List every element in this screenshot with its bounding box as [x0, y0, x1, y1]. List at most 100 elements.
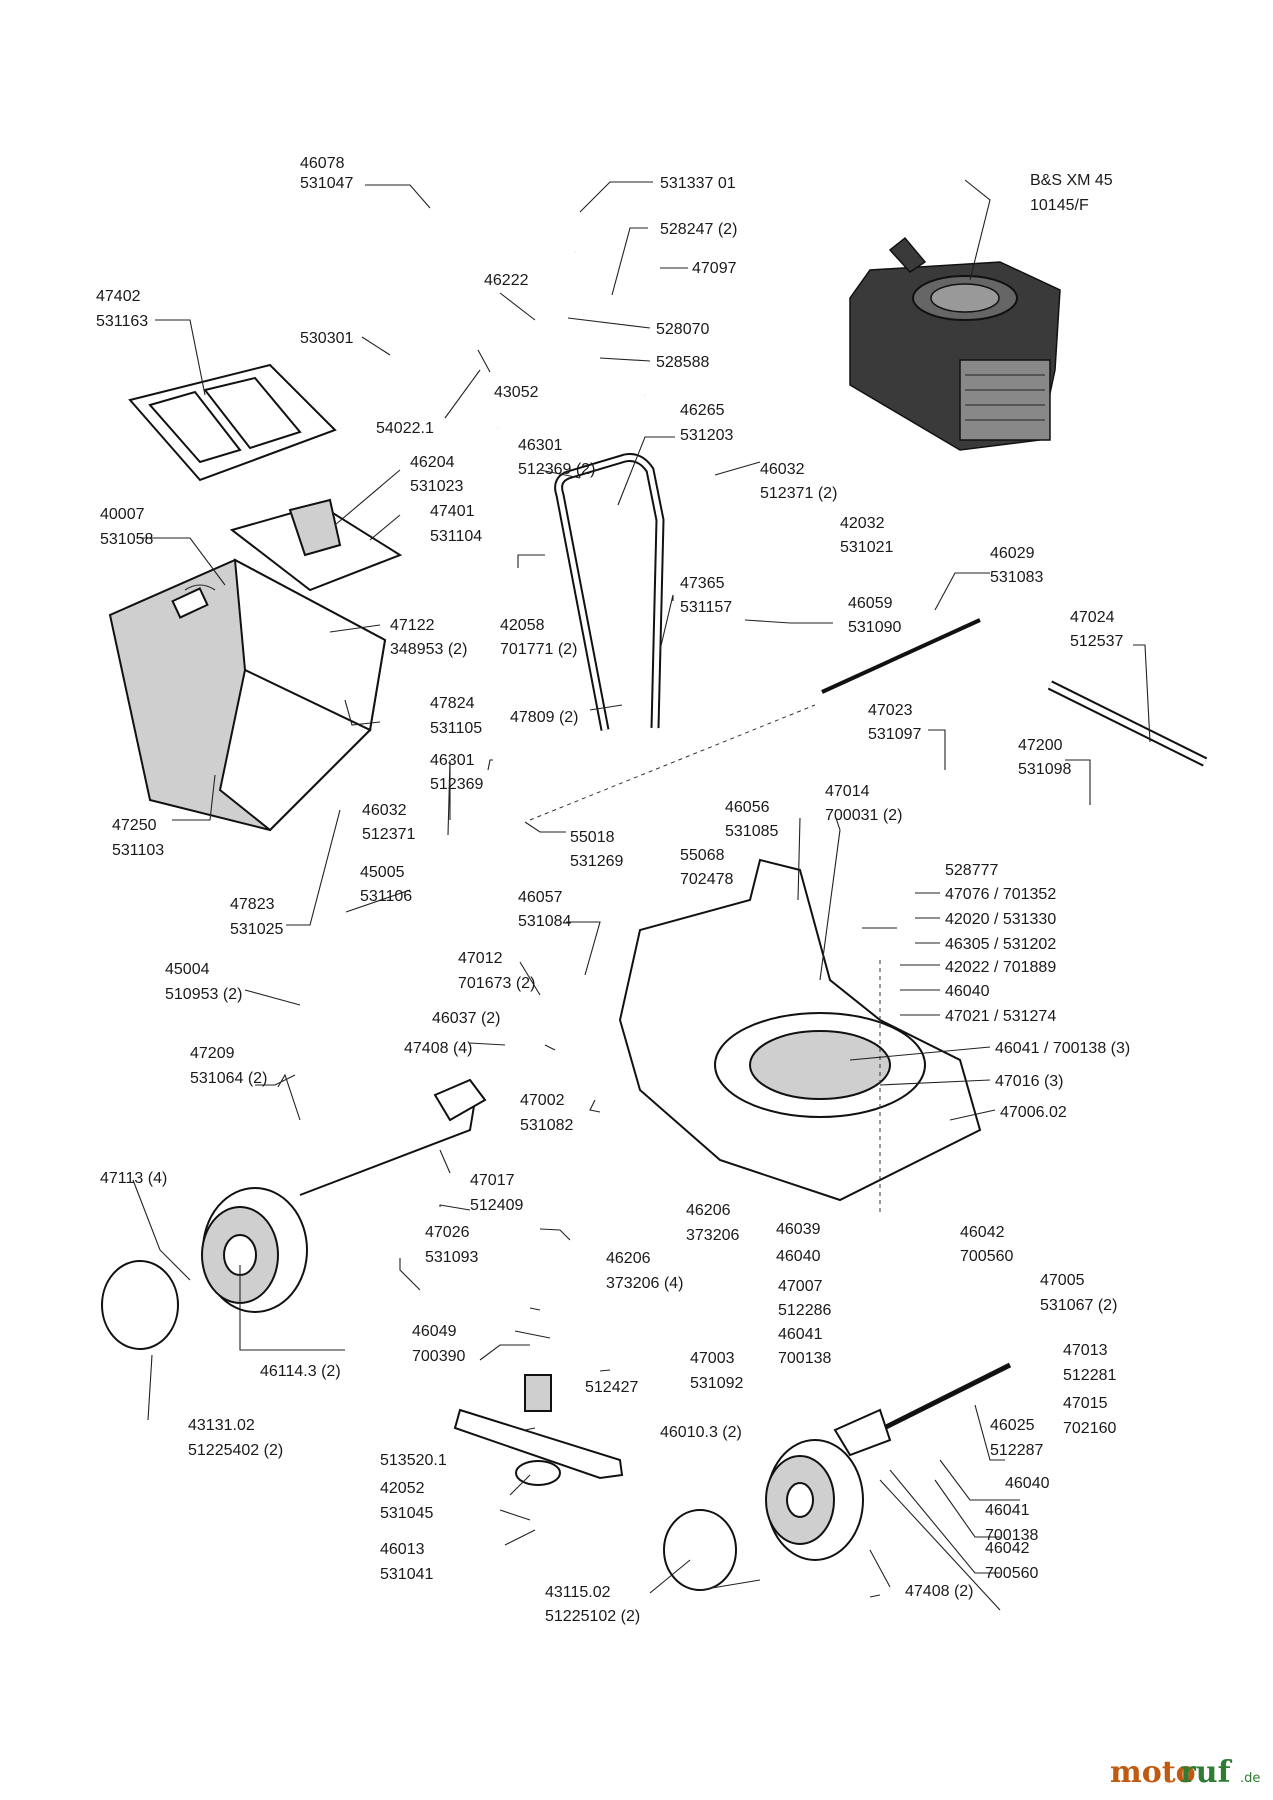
label-531337-01: 531337 01	[660, 175, 736, 192]
label-531045: 531045	[380, 1505, 433, 1522]
label-531023: 531023	[410, 478, 463, 495]
label-51225102: 51225102 (2)	[545, 1608, 640, 1625]
label-46013: 46013	[380, 1541, 425, 1558]
label-55068: 55068	[680, 847, 725, 864]
label-40007: 40007	[100, 506, 145, 523]
label-47017: 47017	[470, 1172, 515, 1189]
label-46042-b: 46042	[985, 1540, 1030, 1557]
label-47408-b: 47408 (2)	[905, 1583, 974, 1600]
label-531085: 531085	[725, 823, 778, 840]
label-47122: 47122	[390, 617, 435, 634]
label-46078: 46078	[300, 155, 345, 172]
label-46049: 46049	[412, 1323, 457, 1340]
label-51225402: 51225402 (2)	[188, 1442, 283, 1459]
label-46040-a: 46040	[945, 983, 990, 1000]
label-531163: 531163	[96, 313, 148, 330]
label-54022-1: 54022.1	[376, 420, 434, 437]
upper-handle-part	[374, 193, 648, 430]
label-531058: 531058	[100, 531, 153, 548]
label-531157: 531157	[680, 599, 732, 616]
mower-deck-part	[618, 858, 982, 1202]
label-47402: 47402	[96, 288, 141, 305]
label-46301-b: 46301	[430, 752, 475, 769]
label-46204: 46204	[410, 454, 455, 471]
label-512287: 512287	[990, 1442, 1043, 1459]
label-47002: 47002	[520, 1092, 565, 1109]
label-531025: 531025	[230, 921, 283, 938]
label-512369-a: 512369 (2)	[518, 461, 595, 478]
label-46206-a: 46206	[686, 1202, 731, 1219]
label-531093: 531093	[425, 1249, 478, 1266]
label-47006-02: 47006.02	[1000, 1104, 1067, 1121]
label-47097: 47097	[692, 260, 737, 277]
label-47003: 47003	[690, 1350, 735, 1367]
label-47250: 47250	[112, 817, 157, 834]
label-701771: 701771 (2)	[500, 641, 577, 658]
label-701673: 701673 (2)	[458, 975, 535, 992]
label-700031: 700031 (2)	[825, 807, 902, 824]
label-531098: 531098	[1018, 761, 1071, 778]
label-46041-a: 46041 / 700138 (3)	[995, 1040, 1130, 1057]
axle-rods-part	[821, 618, 1208, 767]
motoruf-watermark: moto ruf .de	[1110, 1755, 1260, 1790]
label-45004: 45004	[165, 961, 210, 978]
label-55018: 55018	[570, 829, 615, 846]
label-700138-b: 700138	[778, 1350, 831, 1367]
label-531047: 531047	[300, 175, 353, 192]
label-531103: 531103	[112, 842, 164, 859]
blade-part	[453, 1374, 624, 1486]
label-46040-b: 46040	[776, 1248, 821, 1265]
label-513520-1: 513520.1	[380, 1452, 447, 1469]
label-42020: 42020 / 531330	[945, 911, 1056, 928]
label-528247: 528247 (2)	[660, 221, 737, 238]
label-702160: 702160	[1063, 1420, 1116, 1437]
label-47365: 47365	[680, 575, 725, 592]
label-47005: 47005	[1040, 1272, 1085, 1289]
label-512537: 512537	[1070, 633, 1123, 650]
label-528070: 528070	[656, 321, 709, 338]
label-531106: 531106	[360, 888, 412, 905]
label-700560-b: 700560	[985, 1565, 1038, 1582]
label-47408-a: 47408 (4)	[404, 1040, 473, 1057]
label-47012: 47012	[458, 950, 503, 967]
label-531105: 531105	[430, 720, 482, 737]
bag-top-frame-part	[128, 363, 337, 482]
label-47809: 47809 (2)	[510, 709, 579, 726]
label-42032: 42032	[840, 515, 885, 532]
label-531090: 531090	[848, 619, 901, 636]
label-531084: 531084	[518, 913, 571, 930]
front-wheel-part	[663, 1439, 864, 1591]
label-47021: 47021 / 531274	[945, 1008, 1056, 1025]
label-10145f: 10145/F	[1030, 197, 1089, 214]
label-531064: 531064 (2)	[190, 1070, 267, 1087]
label-46305: 46305 / 531202	[945, 936, 1056, 953]
label-46114-3: 46114.3 (2)	[260, 1363, 341, 1380]
label-531082: 531082	[520, 1117, 573, 1134]
label-702478: 702478	[680, 871, 733, 888]
bag-flap-part	[229, 498, 403, 592]
label-47200: 47200	[1018, 737, 1063, 754]
label-47209: 47209	[190, 1045, 235, 1062]
label-46040-c: 46040	[1005, 1475, 1050, 1492]
label-46222: 46222	[484, 272, 529, 289]
label-531097: 531097	[868, 726, 921, 743]
label-700560-a: 700560	[960, 1248, 1013, 1265]
label-47023: 47023	[868, 702, 913, 719]
label-43115-02: 43115.02	[545, 1584, 611, 1601]
label-531092: 531092	[690, 1375, 743, 1392]
label-47113: 47113 (4)	[100, 1170, 167, 1187]
lower-handle-part	[554, 453, 665, 731]
label-46301-a: 46301	[518, 437, 563, 454]
label-531203: 531203	[680, 427, 733, 444]
label-348953: 348953 (2)	[390, 641, 467, 658]
label-47026: 47026	[425, 1224, 470, 1241]
label-512427: 512427	[585, 1379, 638, 1396]
engine-part	[849, 236, 1061, 451]
watermark-suffix: .de	[1240, 1771, 1260, 1786]
label-700390: 700390	[412, 1348, 465, 1365]
label-46025: 46025	[990, 1417, 1035, 1434]
label-531021: 531021	[840, 539, 893, 556]
label-47007: 47007	[778, 1278, 823, 1295]
label-531067: 531067 (2)	[1040, 1297, 1117, 1314]
label-47076: 47076 / 701352	[945, 886, 1056, 903]
